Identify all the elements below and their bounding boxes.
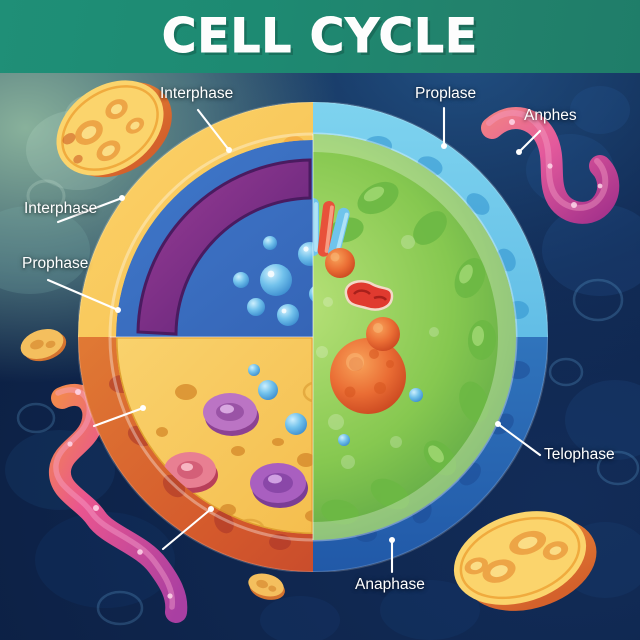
free-cell-small-bottom <box>248 573 285 600</box>
free-cell-small-left <box>20 329 67 362</box>
segment-dividers <box>110 134 314 540</box>
label-telophase-right[interactable]: Telophase <box>544 446 615 463</box>
segment-green-right[interactable] <box>110 134 516 540</box>
segment-prophase[interactable] <box>116 140 510 536</box>
nucleus-green-segment <box>325 248 406 414</box>
chromosome-arc-right <box>313 198 350 259</box>
red-mitochondrion <box>344 280 394 311</box>
label-anaphase-bottom[interactable]: Anaphase <box>355 576 425 593</box>
organelles-prophase <box>156 364 313 534</box>
label-proplase-right[interactable]: Proplase <box>415 85 477 102</box>
label-interphase-left[interactable]: Interphase <box>24 200 98 217</box>
label-anphes-right[interactable]: Anphes <box>524 107 577 124</box>
page-title: CELL CYCLE <box>161 9 479 65</box>
label-prophase-left[interactable]: Prophase <box>22 255 89 272</box>
label-interphase-top[interactable]: Interphase <box>160 85 234 102</box>
segment-interphase[interactable] <box>116 140 510 534</box>
free-cell-top-left <box>56 80 172 178</box>
chromosome-upper-right <box>481 107 620 224</box>
vesicles-interphase <box>233 236 313 326</box>
cell-cycle-wheel <box>78 102 548 572</box>
header-bar: CELL CYCLE <box>0 0 640 73</box>
free-cell-bottom-right <box>453 511 597 611</box>
mitochondria <box>321 181 497 525</box>
